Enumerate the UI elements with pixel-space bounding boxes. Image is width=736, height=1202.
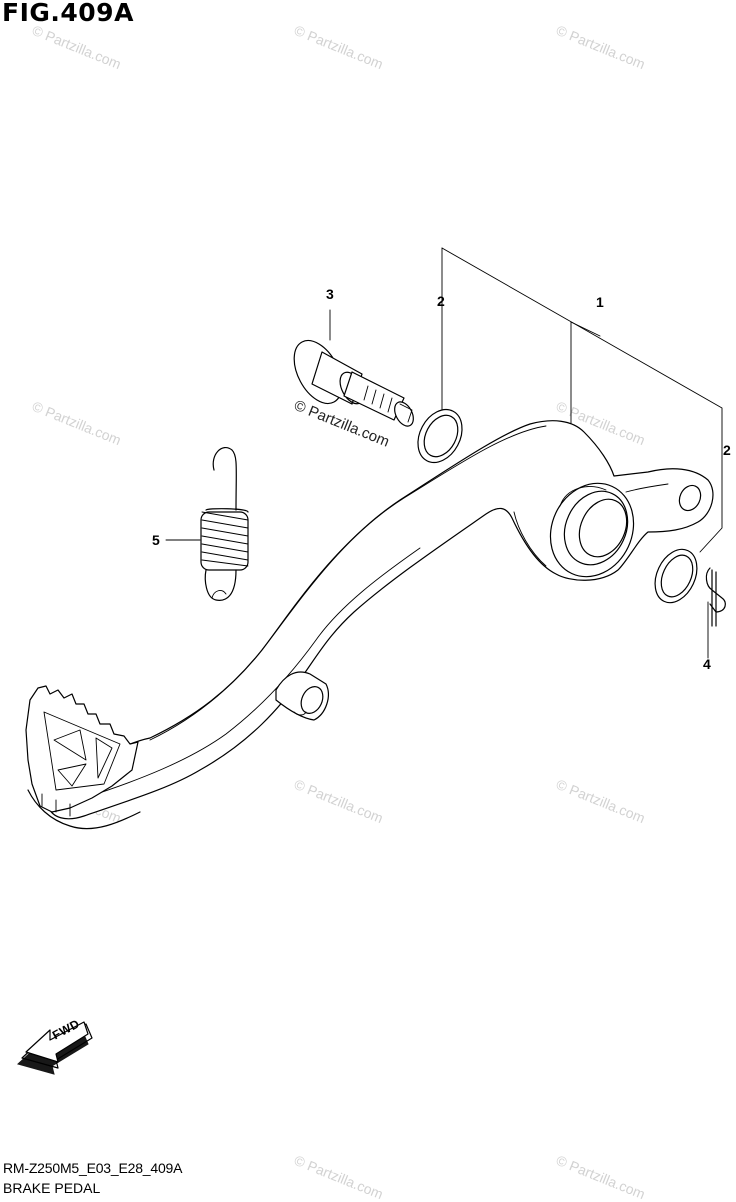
callout-2-upper: 2 xyxy=(437,293,445,309)
figure-title: FIG.409A xyxy=(2,0,134,27)
callout-3: 3 xyxy=(326,286,334,302)
brake-pedal xyxy=(25,420,714,830)
figure-code: RM-Z250M5_E03_E28_409A xyxy=(3,1160,183,1176)
callout-4: 4 xyxy=(703,656,711,672)
callout-2-lower: 2 xyxy=(723,442,731,458)
o-ring-lower xyxy=(654,548,698,604)
figure-name: BRAKE PEDAL xyxy=(3,1180,101,1196)
cotter-pin xyxy=(705,567,726,627)
callout-1: 1 xyxy=(596,294,604,310)
callout-5: 5 xyxy=(152,532,160,548)
pivot-shaft xyxy=(293,339,414,427)
fwd-arrow-icon xyxy=(17,1021,93,1075)
return-spring xyxy=(200,447,249,601)
callout-leader-lines xyxy=(165,247,723,659)
o-ring-upper xyxy=(417,408,463,464)
